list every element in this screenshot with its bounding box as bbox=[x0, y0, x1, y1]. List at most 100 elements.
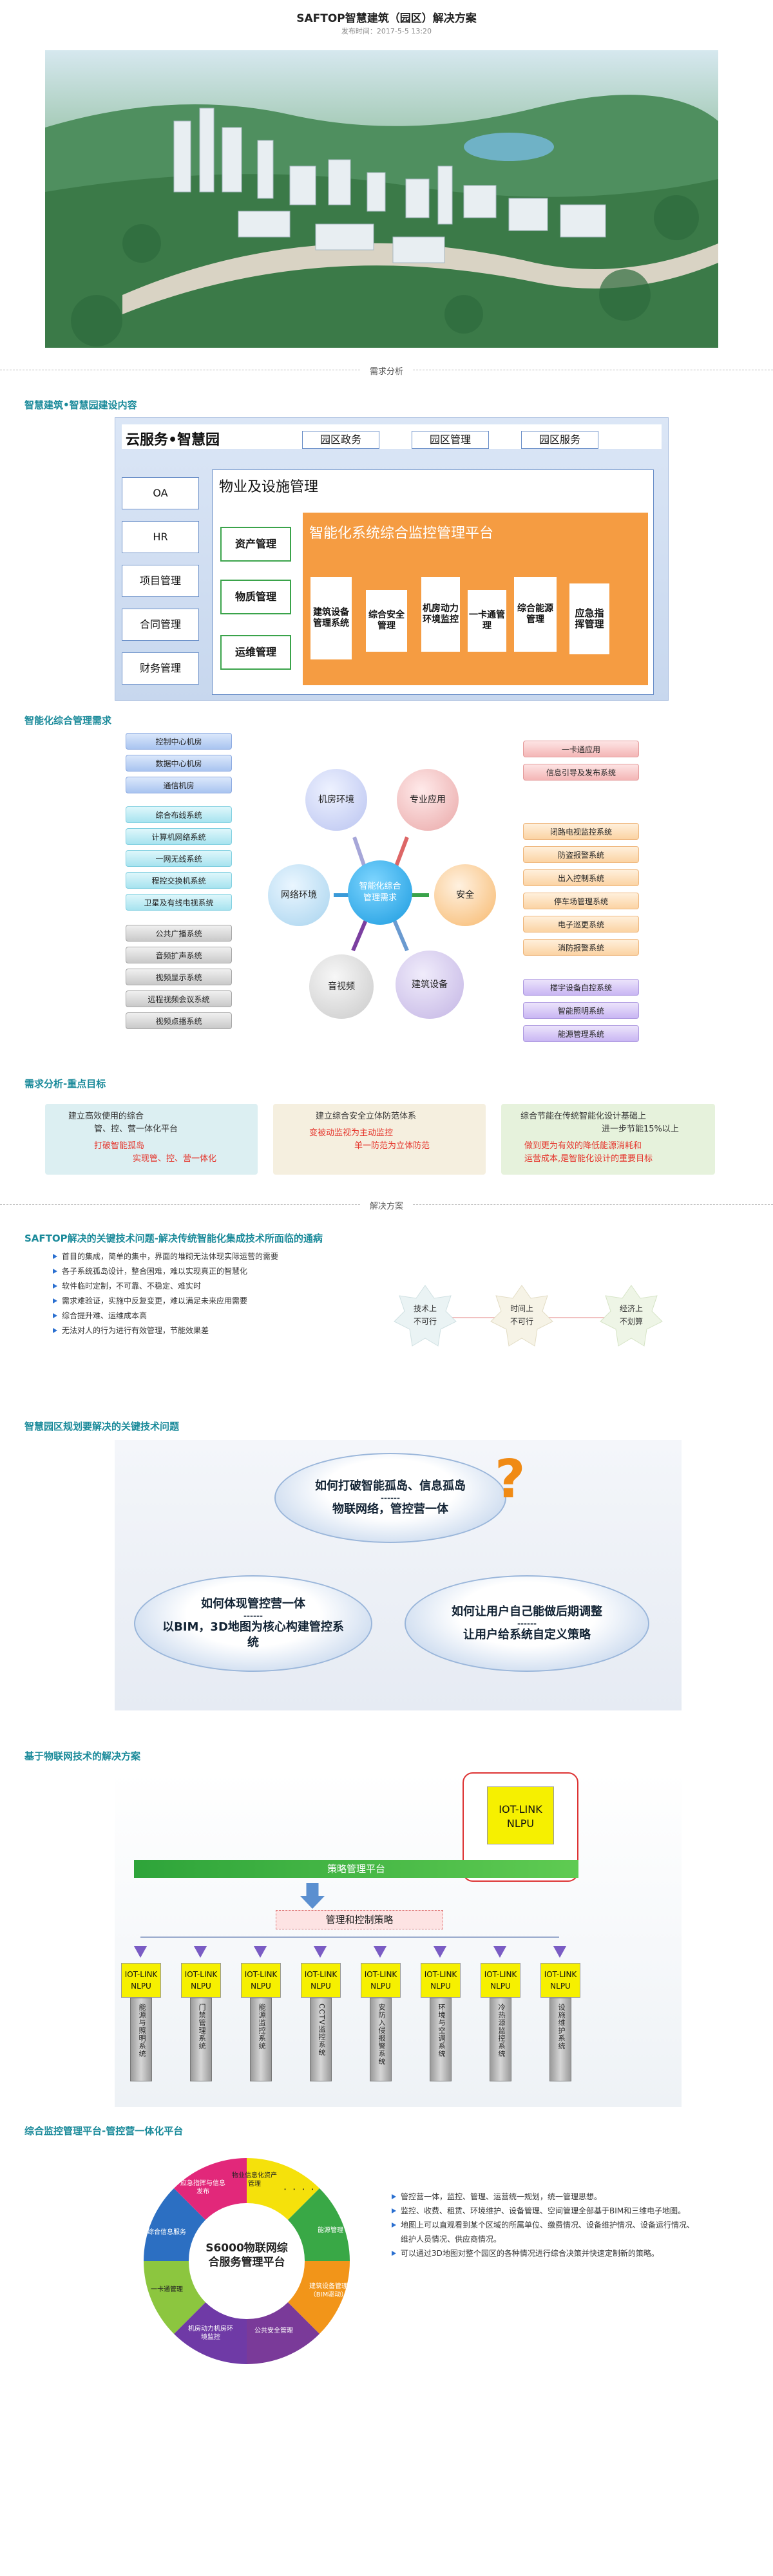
stars-arrow-bg bbox=[394, 1285, 663, 1347]
hero-aerial-image bbox=[45, 50, 718, 348]
need-bas: 楼宇设备自控系统 bbox=[523, 979, 639, 996]
problem-item: 需求难验证，实施中反复变更，难以满足未来应用需要 bbox=[53, 1294, 388, 1309]
platform-ring bbox=[144, 2158, 350, 2364]
system-col-6: 环境与空调系统 bbox=[430, 1998, 452, 2081]
circle-center: 智能化综合管理需求 bbox=[348, 860, 412, 925]
need-card-app: 一卡通应用 bbox=[523, 741, 639, 757]
goal3-line1: 综合节能在传统智能化设计基础上 bbox=[520, 1112, 647, 1121]
seg-label-room: 机房动力机房环境监控 bbox=[188, 2325, 233, 2341]
policy-platform-bar: 策略管理平台 bbox=[134, 1860, 578, 1878]
tab-service[interactable]: 园区服务 bbox=[521, 431, 598, 449]
need-tv: 卫星及有线电视系统 bbox=[126, 894, 232, 911]
need-network: 计算机网络系统 bbox=[126, 828, 232, 845]
sub-card[interactable]: 一卡通管理 bbox=[468, 590, 506, 652]
star-shape-1 bbox=[394, 1285, 457, 1347]
tab-manage[interactable]: 园区管理 bbox=[412, 431, 489, 449]
section-title-key-issues: 智慧园区规划要解决的关键技术问题 bbox=[24, 1421, 180, 1432]
need-vod: 视频点播系统 bbox=[126, 1012, 232, 1029]
need-video-conf: 远程视频会议系统 bbox=[126, 990, 232, 1007]
arrow-down-1 bbox=[134, 1946, 147, 1958]
material-mgmt[interactable]: 物质管理 bbox=[220, 580, 291, 614]
feature-item: 监控、收费、租赁、环境维护、设备管理、空间管理全部基于BIM和三维电子地图。 bbox=[392, 2204, 701, 2218]
oval-issue-1: 如何打破智能孤岛、信息孤岛 ------ 物联网络，管控营一体 bbox=[274, 1453, 506, 1543]
module-finance[interactable]: 财务管理 bbox=[122, 652, 199, 685]
problem-item: 综合提升难、运维成本高 bbox=[53, 1309, 388, 1323]
key-issues-panel: 如何打破智能孤岛、信息孤岛 ------ 物联网络，管控营一体 ? 如何体现管控… bbox=[115, 1440, 682, 1710]
property-title: 物业及设施管理 bbox=[219, 479, 319, 495]
need-audio: 音频扩声系统 bbox=[126, 947, 232, 963]
circle-room-env: 机房环境 bbox=[305, 769, 367, 831]
need-cctv: 闭路电视监控系统 bbox=[523, 823, 639, 840]
need-broadcast: 公共广播系统 bbox=[126, 925, 232, 942]
ring-seg-info bbox=[144, 2188, 205, 2261]
arrow-down-8 bbox=[553, 1946, 566, 1958]
star-tech: 技术上不可行 bbox=[413, 1304, 437, 1326]
module-oa[interactable]: OA bbox=[122, 477, 199, 509]
seg-label-public: 公共安全管理 bbox=[254, 2327, 293, 2334]
seg-label-asset: 物业信息化资产管理 bbox=[232, 2172, 277, 2188]
need-access: 出入控制系统 bbox=[523, 869, 639, 886]
need-alarm: 防盗报警系统 bbox=[523, 846, 639, 863]
section-title-problems: SAFTOP解决的关键技术问题-解决传统智能化集成技术所面临的通病 bbox=[24, 1233, 323, 1244]
divider-needs: 需求分析 bbox=[0, 365, 773, 377]
ring-seg-room bbox=[174, 2302, 247, 2364]
circle-av: 音视频 bbox=[309, 954, 374, 1019]
arrow-down-6 bbox=[434, 1946, 446, 1958]
section-title-iot: 基于物联网技术的解决方案 bbox=[24, 1750, 141, 1762]
star-shape-3 bbox=[600, 1285, 663, 1347]
need-fire: 消防报警系统 bbox=[523, 939, 639, 956]
circle-pro-app: 专业应用 bbox=[397, 769, 459, 831]
need-wireless: 一网无线系统 bbox=[126, 850, 232, 867]
need-data-center: 数据中心机房 bbox=[126, 755, 232, 772]
arrow-down-7 bbox=[493, 1946, 506, 1958]
problem-item: 各子系统孤岛设计，整合困难，难以实现真正的智慧化 bbox=[53, 1264, 388, 1279]
need-control-center: 控制中心机房 bbox=[126, 733, 232, 750]
sub-security[interactable]: 综合安全管理 bbox=[366, 590, 407, 652]
system-col-3: 能源监控系统 bbox=[250, 1998, 272, 2081]
need-info-release: 信息引导及发布系统 bbox=[523, 764, 639, 781]
property-box: 物业及设施管理 资产管理 物质管理 运维管理 智能化系统综合监控管理平台 建筑设… bbox=[212, 469, 654, 695]
feature-list: 管控营一体，监控、管理、运营统一规划，统一管理思想。 监控、收费、租赁、环境维护… bbox=[392, 2190, 701, 2260]
page-title: SAFTOP智慧建筑（园区）解决方案 bbox=[296, 12, 477, 25]
module-project[interactable]: 项目管理 bbox=[122, 565, 199, 597]
need-energy-mgmt: 能源管理系统 bbox=[523, 1025, 639, 1042]
arrow-down-2 bbox=[194, 1946, 207, 1958]
sub-machine-room[interactable]: 机房动力环境监控 bbox=[421, 577, 460, 652]
system-col-2: 门禁管理系统 bbox=[190, 1998, 212, 2081]
feature-item: 可以通过3D地图对整个园区的各种情况进行综合决策并快速定制新的策略。 bbox=[392, 2246, 701, 2260]
system-col-1: 能源与照明系统 bbox=[130, 1998, 152, 2081]
sub-emergency[interactable]: 应急指挥管理 bbox=[569, 583, 609, 654]
ring-seg-bim bbox=[288, 2261, 350, 2334]
need-comm-room: 通信机房 bbox=[126, 777, 232, 793]
seg-label-energy: 能源管理 bbox=[318, 2227, 343, 2234]
oval-issue-3: 如何让用户自己能做后期调整 ------ 让用户给系统自定义策略 bbox=[405, 1575, 649, 1672]
need-video-display: 视频显示系统 bbox=[126, 969, 232, 985]
asset-mgmt[interactable]: 资产管理 bbox=[220, 527, 291, 562]
need-parking: 停车场管理系统 bbox=[523, 893, 639, 909]
module-contract[interactable]: 合同管理 bbox=[122, 609, 199, 641]
needs-center-diagram: 机房环境 专业应用 网络环境 安全 音视频 建筑设备 智能化综合管理需求 bbox=[238, 746, 522, 1029]
ops-mgmt[interactable]: 运维管理 bbox=[220, 635, 291, 670]
sub-energy[interactable]: 综合能源管理 bbox=[514, 577, 557, 652]
star-econ: 经济上不划算 bbox=[619, 1304, 643, 1326]
goal-card-1: 建立高效使用的综合 管、控、营一体化平台 打破智能孤岛 实现管、控、营一体化 bbox=[45, 1104, 258, 1175]
goal1-red1: 打破智能孤岛 bbox=[94, 1141, 145, 1151]
sub-building-equip[interactable]: 建筑设备管理系统 bbox=[310, 577, 352, 659]
tab-gov[interactable]: 园区政务 bbox=[302, 431, 379, 449]
goal2-red1: 变被动监视为主动监控 bbox=[309, 1128, 394, 1138]
ring-seg-emergency bbox=[174, 2158, 247, 2220]
circle-building-equip: 建筑设备 bbox=[396, 951, 464, 1019]
arrow-down-4 bbox=[314, 1946, 327, 1958]
ring-seg-energy bbox=[288, 2188, 350, 2261]
ring-seg-asset bbox=[247, 2158, 320, 2220]
module-hr[interactable]: HR bbox=[122, 521, 199, 553]
monitor-platform-box: 智能化系统综合监控管理平台 建筑设备管理系统 综合安全管理 机房动力环境监控 一… bbox=[303, 513, 648, 685]
